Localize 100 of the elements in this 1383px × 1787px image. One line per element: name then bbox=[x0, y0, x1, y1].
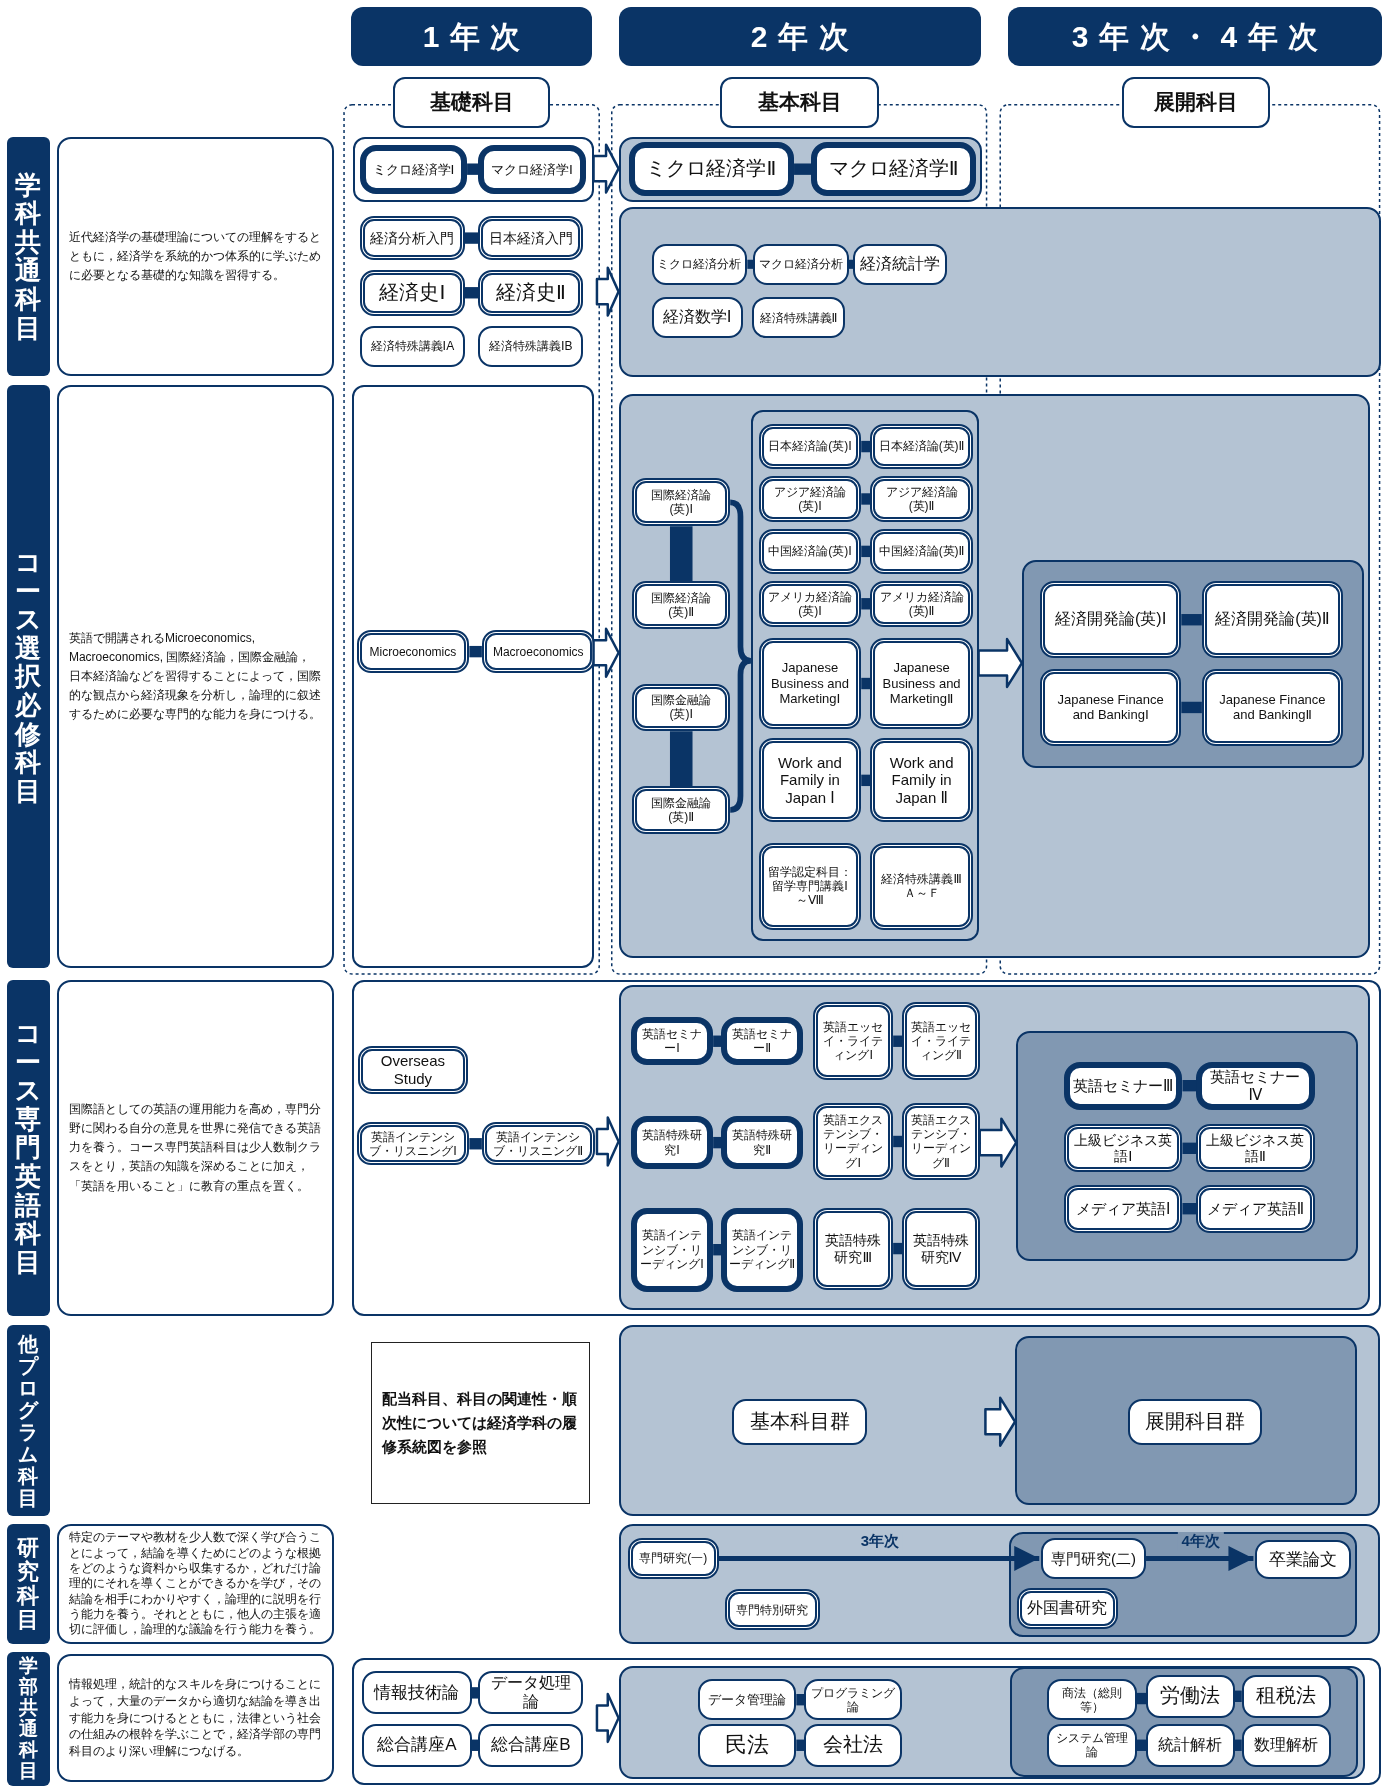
course-box bbox=[1196, 1124, 1315, 1173]
course-box bbox=[481, 629, 595, 674]
connector-bar bbox=[464, 232, 479, 244]
course-box bbox=[758, 528, 862, 575]
row-label: コース専門英語科目 bbox=[15, 1019, 42, 1277]
course-name: メディア英語Ⅰ bbox=[1076, 1199, 1171, 1218]
course-name: 英語エクステンシブ・リーディングⅠ bbox=[822, 1113, 885, 1170]
course-box bbox=[724, 1589, 821, 1631]
course-box bbox=[627, 1537, 719, 1579]
arrow bbox=[718, 1545, 1040, 1571]
course-name: Work and Family in Japan Ⅰ bbox=[777, 753, 843, 807]
year-header bbox=[618, 6, 981, 67]
year-header bbox=[350, 6, 593, 67]
group-panel bbox=[1021, 560, 1364, 768]
course-name: 情報技術論 bbox=[374, 1682, 460, 1703]
description-box bbox=[56, 385, 334, 969]
connector-bar bbox=[1181, 701, 1202, 714]
year-title: 3年次・4年次 bbox=[1070, 18, 1329, 55]
course-box bbox=[1046, 1723, 1137, 1767]
course-box bbox=[632, 683, 731, 732]
connector-bar bbox=[464, 287, 479, 299]
course-name: 数理解析 bbox=[1254, 1735, 1319, 1755]
course-box bbox=[478, 325, 584, 367]
course-box bbox=[870, 423, 973, 470]
course-name: 総合講座A bbox=[377, 1735, 457, 1756]
block-arrow bbox=[592, 143, 620, 194]
course-name: 上級ビジネス英語Ⅱ bbox=[1205, 1131, 1306, 1165]
course-name: 英語特殊研究Ⅰ bbox=[641, 1128, 704, 1157]
connector-bar bbox=[861, 598, 871, 610]
course-name: マクロ経済学Ⅰ bbox=[491, 161, 573, 177]
course-name: 専門研究(二) bbox=[1051, 1549, 1137, 1568]
heading-box bbox=[719, 77, 880, 128]
course-box bbox=[902, 1102, 980, 1181]
row-label-bar bbox=[6, 136, 51, 376]
heading-box bbox=[393, 77, 551, 128]
row-label-bar bbox=[6, 1324, 51, 1517]
course-box bbox=[1241, 1723, 1331, 1767]
course-name: 卒業論文 bbox=[1269, 1549, 1338, 1570]
course-name: ミクロ経済学Ⅱ bbox=[646, 157, 777, 181]
course-box bbox=[478, 270, 584, 316]
course-name: マクロ経済学Ⅱ bbox=[828, 157, 959, 181]
connector-bar bbox=[469, 645, 482, 658]
course-box bbox=[758, 423, 862, 470]
course-box bbox=[360, 270, 465, 316]
edge-label: 4年次 bbox=[1177, 1532, 1224, 1552]
description-box bbox=[56, 1654, 334, 1782]
course-box bbox=[1040, 580, 1182, 659]
row-label: 学部共通科目 bbox=[18, 1656, 38, 1782]
course-name: アジア経済論(英)Ⅱ bbox=[884, 484, 959, 514]
course-box bbox=[628, 142, 794, 196]
course-box bbox=[631, 1207, 714, 1292]
course-name: 日本経済入門 bbox=[488, 229, 573, 247]
course-box bbox=[1041, 1537, 1146, 1579]
group-panel bbox=[1015, 1336, 1357, 1505]
course-box bbox=[870, 476, 973, 522]
course-name: 日本経済論(英)Ⅱ bbox=[878, 439, 965, 454]
course-name: 経済分析入門 bbox=[370, 229, 455, 247]
group-box bbox=[352, 1657, 1381, 1786]
course-name: 英語エッセイ・ライティングⅠ bbox=[822, 1019, 885, 1063]
course-box bbox=[632, 581, 731, 629]
row-label-bar bbox=[6, 385, 51, 969]
connector-bar bbox=[469, 1138, 482, 1150]
course-box bbox=[478, 1723, 584, 1767]
course-name: 総合講座B bbox=[491, 1735, 571, 1756]
course-box bbox=[732, 1398, 867, 1445]
course-name: Macroeconomics bbox=[492, 644, 584, 659]
course-box bbox=[356, 629, 470, 674]
course-box bbox=[870, 843, 973, 930]
description-text: 情報処理，統計的なスキルを身につけることによって，大量のデータから適切な結論を導き出す能力を身につけるとともに，法律という社会の仕組みの根幹を学ぶことで，経済学部の専門科目のより深い理解につなげる。 bbox=[68, 1675, 322, 1760]
course-name: 経済史Ⅰ bbox=[379, 280, 446, 305]
course-box bbox=[813, 1002, 894, 1080]
course-box bbox=[870, 738, 973, 823]
course-box bbox=[478, 144, 586, 194]
year-title: 2年次 bbox=[749, 18, 860, 55]
course-name: 会社法 bbox=[823, 1733, 884, 1758]
year-header bbox=[1008, 6, 1382, 67]
connector-bar bbox=[861, 440, 871, 453]
connector-bar bbox=[467, 163, 479, 175]
course-name: 商法（総則等） bbox=[1060, 1685, 1123, 1714]
connector-bar bbox=[1136, 1692, 1147, 1705]
course-name: Overseas Study bbox=[379, 1052, 447, 1088]
column-title: 基本科目 bbox=[757, 90, 842, 115]
course-name: メディア英語Ⅱ bbox=[1206, 1199, 1305, 1218]
group-panel bbox=[618, 394, 1371, 959]
row-label: 研究科目 bbox=[17, 1535, 40, 1633]
course-name: システム管理論 bbox=[1054, 1731, 1129, 1760]
group-panel bbox=[618, 985, 1371, 1311]
course-box bbox=[902, 1207, 980, 1290]
connector-bar bbox=[747, 259, 753, 269]
course-name: マクロ経済分析 bbox=[758, 257, 843, 272]
course-box bbox=[631, 1116, 714, 1169]
course-name: 英語インテンシブ・リスニングⅠ bbox=[368, 1129, 458, 1158]
course-box bbox=[721, 1207, 804, 1292]
course-box bbox=[751, 297, 846, 339]
connector-bar bbox=[796, 1694, 805, 1706]
course-name: 英語セミナーⅡ bbox=[731, 1027, 794, 1056]
column-title: 基礎科目 bbox=[429, 90, 514, 115]
course-name: 日本経済論(英)Ⅰ bbox=[768, 439, 852, 454]
connector-bar bbox=[1182, 1203, 1197, 1215]
connector-bar bbox=[861, 677, 871, 690]
